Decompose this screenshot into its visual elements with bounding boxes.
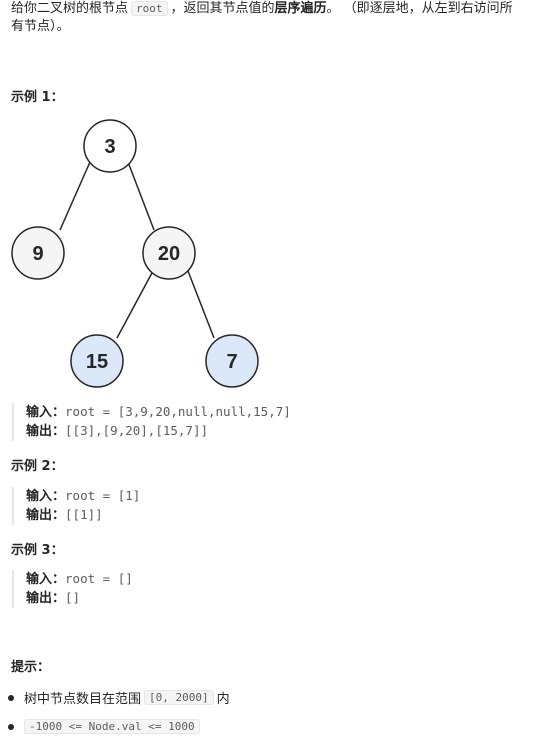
output-label: 输出： bbox=[26, 508, 66, 523]
output-label: 输出： bbox=[26, 424, 66, 439]
example-3-block: 输入：root = [] 输出：[] bbox=[12, 570, 133, 608]
example-1-heading: 示例 1： bbox=[11, 90, 64, 105]
intro-text-2: ，返回其节点值的 bbox=[170, 1, 275, 16]
output-value: [[3],[9,20],[15,7]] bbox=[65, 423, 209, 438]
edge-3-9 bbox=[59, 161, 91, 231]
input-value: root = [3,9,20,null,null,15,7] bbox=[65, 404, 291, 419]
intro-text-3: 。 （即逐层地，从左到右访问所有节点）。 bbox=[11, 1, 513, 34]
binary-tree-diagram: 3 9 20 15 7 bbox=[11, 119, 259, 388]
edge-20-15 bbox=[116, 270, 154, 339]
output-label: 输出： bbox=[26, 591, 66, 606]
node-label-9: 9 bbox=[32, 243, 43, 265]
hint-item-1: 树中节点数目在范围[0, 2000]内 bbox=[8, 688, 230, 707]
tree-node-9: 9 bbox=[11, 226, 65, 280]
input-label: 输入： bbox=[26, 405, 66, 420]
output-value: [[1]] bbox=[65, 507, 103, 522]
input-label: 输入： bbox=[26, 572, 66, 587]
node-label-20: 20 bbox=[158, 243, 180, 265]
edge-20-7 bbox=[187, 270, 215, 339]
input-label: 输入： bbox=[26, 489, 66, 504]
tree-node-20: 20 bbox=[142, 226, 196, 280]
hint-1-suffix: 内 bbox=[216, 692, 230, 707]
root-code: root bbox=[131, 1, 168, 16]
hint-item-2: -1000 <= Node.val <= 1000 bbox=[8, 719, 203, 734]
tree-node-15: 15 bbox=[70, 334, 124, 388]
bullet-icon bbox=[8, 694, 14, 701]
edge-3-20 bbox=[127, 161, 155, 231]
intro-text-1: 给你二叉树的根节点 bbox=[11, 1, 129, 16]
node-label-15: 15 bbox=[86, 351, 108, 373]
example-3-heading: 示例 3： bbox=[11, 543, 64, 558]
hints-heading: 提示： bbox=[11, 660, 51, 675]
tree-node-3: 3 bbox=[83, 119, 137, 173]
input-value: root = [1] bbox=[65, 488, 141, 503]
output-value: [] bbox=[65, 590, 81, 605]
node-label-3: 3 bbox=[104, 136, 115, 158]
intro-bold: 层序遍历 bbox=[274, 1, 327, 16]
hint-1-code: [0, 2000] bbox=[144, 690, 214, 705]
hint-1-prefix: 树中节点数目在范围 bbox=[24, 692, 142, 707]
input-value: root = [] bbox=[65, 571, 133, 586]
example-1-block: 输入：root = [3,9,20,null,null,15,7] 输出：[[3… bbox=[12, 403, 291, 441]
node-label-7: 7 bbox=[226, 351, 237, 373]
bullet-icon bbox=[8, 723, 14, 730]
hint-2-code: -1000 <= Node.val <= 1000 bbox=[24, 719, 200, 734]
tree-node-7: 7 bbox=[205, 334, 259, 388]
example-2-block: 输入：root = [1] 输出：[[1]] bbox=[12, 487, 140, 525]
example-2-heading: 示例 2： bbox=[11, 459, 64, 474]
